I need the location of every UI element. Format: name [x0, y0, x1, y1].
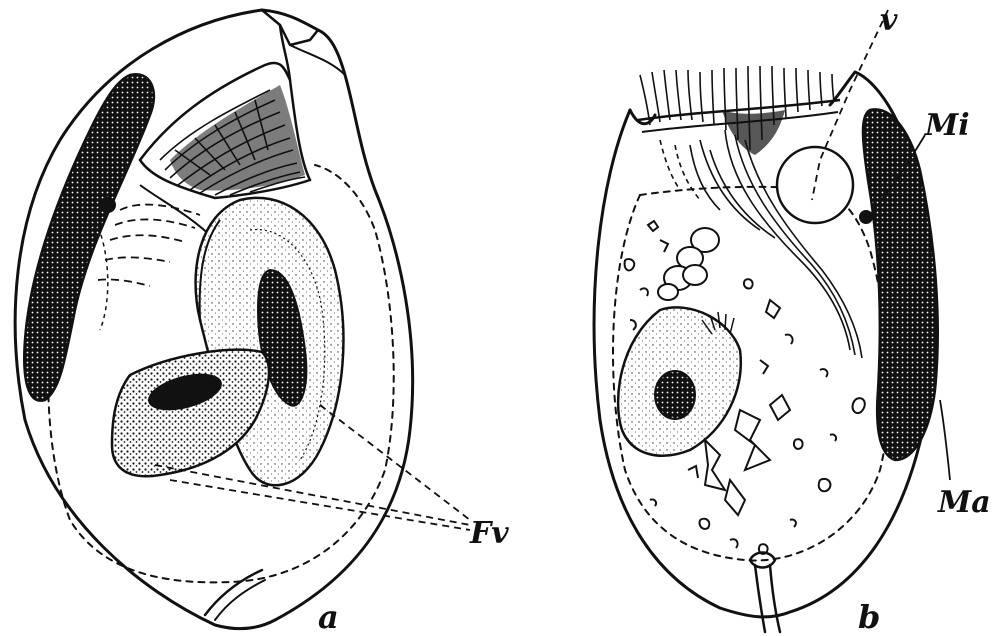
label-mi: Mi: [924, 108, 970, 143]
panel-a-food-vacuoles: [112, 198, 343, 485]
label-panel-b: b: [858, 598, 880, 636]
panel-b-globules: [658, 228, 719, 300]
ma-leader-line: [940, 400, 950, 480]
panel-a-micronucleus: [100, 197, 116, 213]
panel-b-micronucleus: [859, 210, 873, 224]
label-v: v: [880, 3, 898, 38]
panel-b-food-vacuole: [618, 307, 741, 455]
panel-b-cilia-shading: [722, 110, 785, 155]
panel-b-macronucleus: [863, 109, 938, 460]
label-fv: Fv: [469, 516, 509, 551]
panel-a-macronucleus: [24, 74, 154, 400]
panel-b-contractile-vacuole: [777, 147, 853, 223]
panel-a-oral-shading: [170, 85, 305, 190]
label-ma: Ma: [937, 485, 991, 520]
panel-a-membrane-lines: [98, 205, 200, 286]
label-panel-a: a: [318, 598, 339, 636]
